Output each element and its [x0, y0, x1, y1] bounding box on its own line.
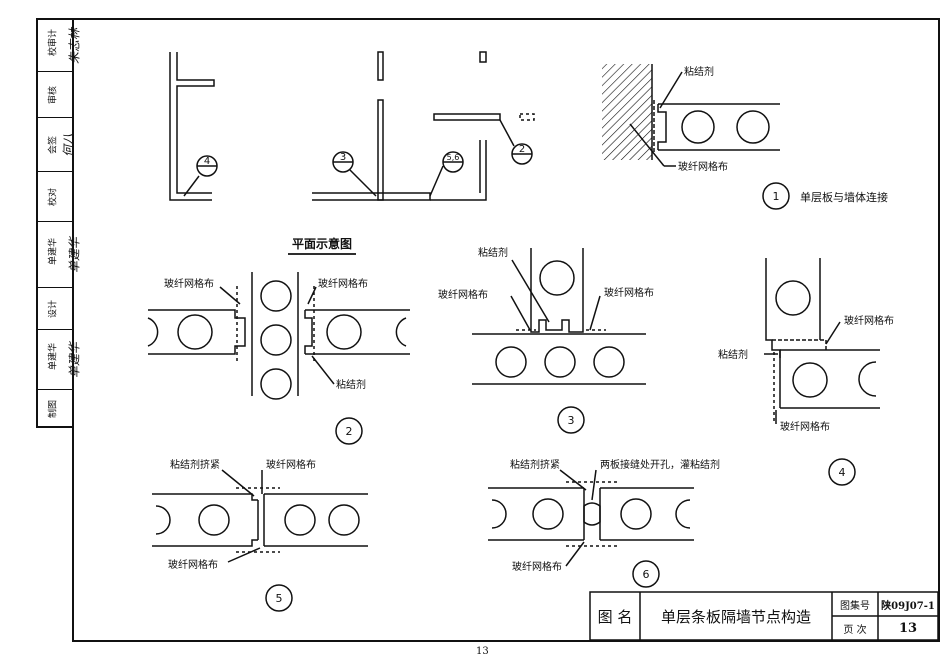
- marker-5-6: [429, 151, 464, 197]
- plan-marker-3-label: 3: [340, 152, 346, 163]
- plan-marker-2-label: 2: [519, 144, 525, 155]
- drawing-name: 单层条板隔墙节点构造: [660, 607, 811, 626]
- plan-view: [169, 51, 535, 255]
- sidebar-cell: 设计: [38, 288, 72, 330]
- sidebar-cell: 单建华 单建华: [38, 330, 82, 390]
- detail-1-number: 1: [773, 190, 780, 203]
- drawing-name-label: 图 名: [597, 607, 633, 626]
- page-label: 页 次: [843, 624, 867, 636]
- d4-adhesive-label: 粘结剂: [718, 348, 748, 361]
- sidebar-signature-column: 校审计 朱志林 审核 会签 何八 校对 单建华 单建华 设计 单建华 单建华 制…: [36, 18, 82, 428]
- d5-mesh-bottom-label: 玻纤网格布: [168, 558, 218, 571]
- d4-mesh-top-label: 玻纤网格布: [844, 314, 894, 327]
- marker-3: [332, 151, 377, 197]
- detail-1-title: 单层板与墙体连接: [800, 190, 888, 204]
- detail-6-number: 6: [643, 568, 650, 581]
- d2-mesh-left-label: 玻纤网格布: [164, 277, 214, 290]
- atlas-number: 陕09J07-1: [881, 600, 935, 612]
- d5-adhesive-label: 粘结剂挤紧: [170, 458, 220, 471]
- detail-2: [147, 272, 410, 445]
- plan-marker-5-6-label: 5,6: [447, 153, 460, 162]
- plan-marker-4-label: 4: [204, 156, 210, 167]
- page-number: 13: [476, 646, 489, 657]
- plan-title: 平面示意图: [292, 236, 352, 251]
- title-block: 图 名 单层条板隔墙节点构造 图集号 陕09J07-1 页 次 13: [590, 592, 938, 640]
- sidebar-cell: 单建华 单建华: [38, 222, 82, 288]
- drawing-frame: [72, 18, 940, 642]
- detail-3: [472, 248, 646, 434]
- sidebar-cell: 校审计 朱志林: [38, 20, 82, 72]
- d3-mesh-left-label: 玻纤网格布: [438, 288, 488, 301]
- detail-6: [488, 469, 694, 588]
- detail-2-number: 2: [346, 425, 353, 438]
- atlas-number-label: 图集号: [840, 600, 870, 612]
- d5-mesh-top-label: 玻纤网格布: [266, 458, 316, 471]
- title-block-grid: [589, 591, 939, 641]
- page-value: 13: [898, 620, 918, 636]
- detail-5: [152, 469, 368, 612]
- marker-4: [183, 155, 218, 197]
- d6-adhesive-label: 粘结剂挤紧: [510, 458, 560, 471]
- d4-mesh-bottom-label: 玻纤网格布: [780, 420, 830, 433]
- detail-5-number: 5: [276, 592, 283, 605]
- d6-note-label: 两板接缝处开孔，灌粘结剂: [600, 458, 720, 471]
- detail-3-number: 3: [568, 414, 575, 427]
- sidebar-cell: 会签 何八: [38, 118, 76, 172]
- detail-4: [764, 258, 880, 486]
- sidebar-cell: 校对: [38, 172, 72, 222]
- detail-1: [602, 64, 790, 210]
- d1-mesh-label: 玻纤网格布: [678, 160, 728, 173]
- d6-mesh-bottom-label: 玻纤网格布: [512, 560, 562, 573]
- marker-2: [499, 119, 533, 165]
- detail-4-number: 4: [839, 466, 846, 479]
- d2-adhesive-label: 粘结剂: [336, 378, 366, 391]
- d1-adhesive-label: 粘结剂: [684, 65, 714, 78]
- d2-mesh-right-label: 玻纤网格布: [318, 277, 368, 290]
- sidebar-cell: 审核: [38, 72, 72, 118]
- d3-adhesive-label: 粘结剂: [478, 246, 508, 259]
- d3-mesh-right-label: 玻纤网格布: [604, 286, 654, 299]
